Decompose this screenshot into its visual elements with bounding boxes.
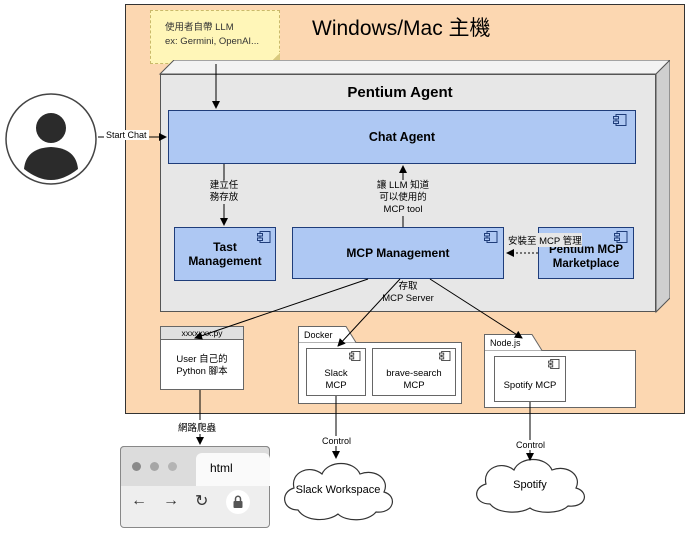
slack-workspace-label: Slack Workspace (295, 484, 381, 496)
edge-label-start-chat: Start Chat (104, 130, 149, 140)
python-script-label: User 自己的 Python 腳本 (160, 354, 244, 378)
window-dot-icon (150, 462, 159, 471)
user-body-icon (24, 147, 78, 180)
brave-search-mcp-label: brave-search MCP (372, 368, 456, 392)
component-icon (484, 231, 498, 243)
mcp-management-component[interactable]: MCP Management (292, 227, 504, 279)
chat-agent-component[interactable]: Chat Agent (168, 110, 636, 164)
edge-label-access: 存取 MCP Server (370, 281, 446, 305)
edge-create-task-line1: 建立任 (209, 180, 239, 191)
edge-access-line1: 存取 (398, 281, 418, 292)
component-icon (548, 359, 560, 369)
llm-note-line2: ex: Germini, OpenAI... (165, 36, 259, 47)
component-icon (257, 231, 271, 243)
python-line2: Python 腳本 (176, 366, 228, 377)
edge-label-install: 安裝至 MCP 管理 (508, 233, 582, 247)
slack-mcp-label: Slack MCP (306, 368, 366, 392)
marketplace-line1: Pentium MCP (548, 244, 624, 256)
arrow-mcp-to-slack (337, 278, 401, 347)
task-management-line2: Management (188, 254, 262, 268)
pentium-agent-title: Pentium Agent (347, 84, 453, 101)
brave-line1: brave-search (386, 368, 442, 379)
marketplace-line2: Marketplace (552, 258, 620, 270)
component-icon (614, 231, 628, 243)
note-fold-corner (270, 52, 280, 64)
edge-label-control-spotify: Control (514, 440, 548, 450)
slack-workspace-cloud[interactable] (276, 456, 400, 524)
task-management-label: Tast Management (175, 228, 275, 280)
slack-mcp-line2: MCP (325, 380, 347, 391)
slack-mcp-line1: Slack (324, 368, 348, 379)
docker-title: Docker (304, 330, 333, 340)
task-management-line1: Tast (213, 240, 237, 254)
host-title: Windows/Mac 主機 (312, 17, 491, 40)
llm-note-line1: 使用者自帶 LLM (165, 22, 234, 33)
refresh-icon[interactable]: ↻ (195, 493, 209, 510)
lock-icon[interactable] (226, 490, 250, 514)
marketplace-label: Pentium MCP Marketplace (539, 228, 633, 278)
edge-llm-tool-line3: MCP tool (383, 204, 423, 215)
mcp-management-label: MCP Management (346, 246, 450, 260)
edge-llm-tool-line1: 讓 LLM 知道 (376, 180, 430, 191)
user-avatar[interactable] (4, 92, 98, 186)
forward-arrow-icon[interactable]: → (163, 492, 179, 509)
nodejs-tab (484, 334, 543, 351)
edge-label-crawler: 網路爬蟲 (176, 420, 219, 434)
edge-label-create-task: 建立任 務存放 (200, 180, 248, 204)
spotify-mcp-label: Spotify MCP (503, 380, 557, 391)
brave-line2: MCP (403, 380, 425, 391)
edge-label-control-slack: Control (320, 436, 354, 446)
python-line1: User 自己的 (176, 354, 228, 365)
component-icon (349, 351, 361, 361)
browser-tab[interactable]: html (196, 453, 270, 486)
arrow-mcp-to-python (194, 278, 369, 340)
component-icon (613, 114, 627, 126)
component-icon (439, 351, 451, 361)
edge-llm-tool-line2: 可以使用的 (379, 192, 427, 203)
spotify-cloud[interactable] (468, 454, 592, 516)
spotify-cloud-label: Spotify (513, 479, 547, 491)
chat-agent-label: Chat Agent (368, 130, 436, 144)
back-arrow-icon[interactable]: ← (131, 492, 147, 509)
window-dot-icon (168, 462, 177, 471)
window-dot-icon (132, 462, 141, 471)
edge-create-task-line2: 務存放 (209, 192, 239, 203)
nodejs-title: Node.js (490, 338, 521, 348)
edge-label-llm-tool: 讓 LLM 知道 可以使用的 MCP tool (364, 180, 442, 216)
user-head-icon (36, 113, 66, 143)
arrow-mcp-to-spotify (429, 278, 523, 339)
edge-access-line2: MCP Server (382, 293, 434, 304)
